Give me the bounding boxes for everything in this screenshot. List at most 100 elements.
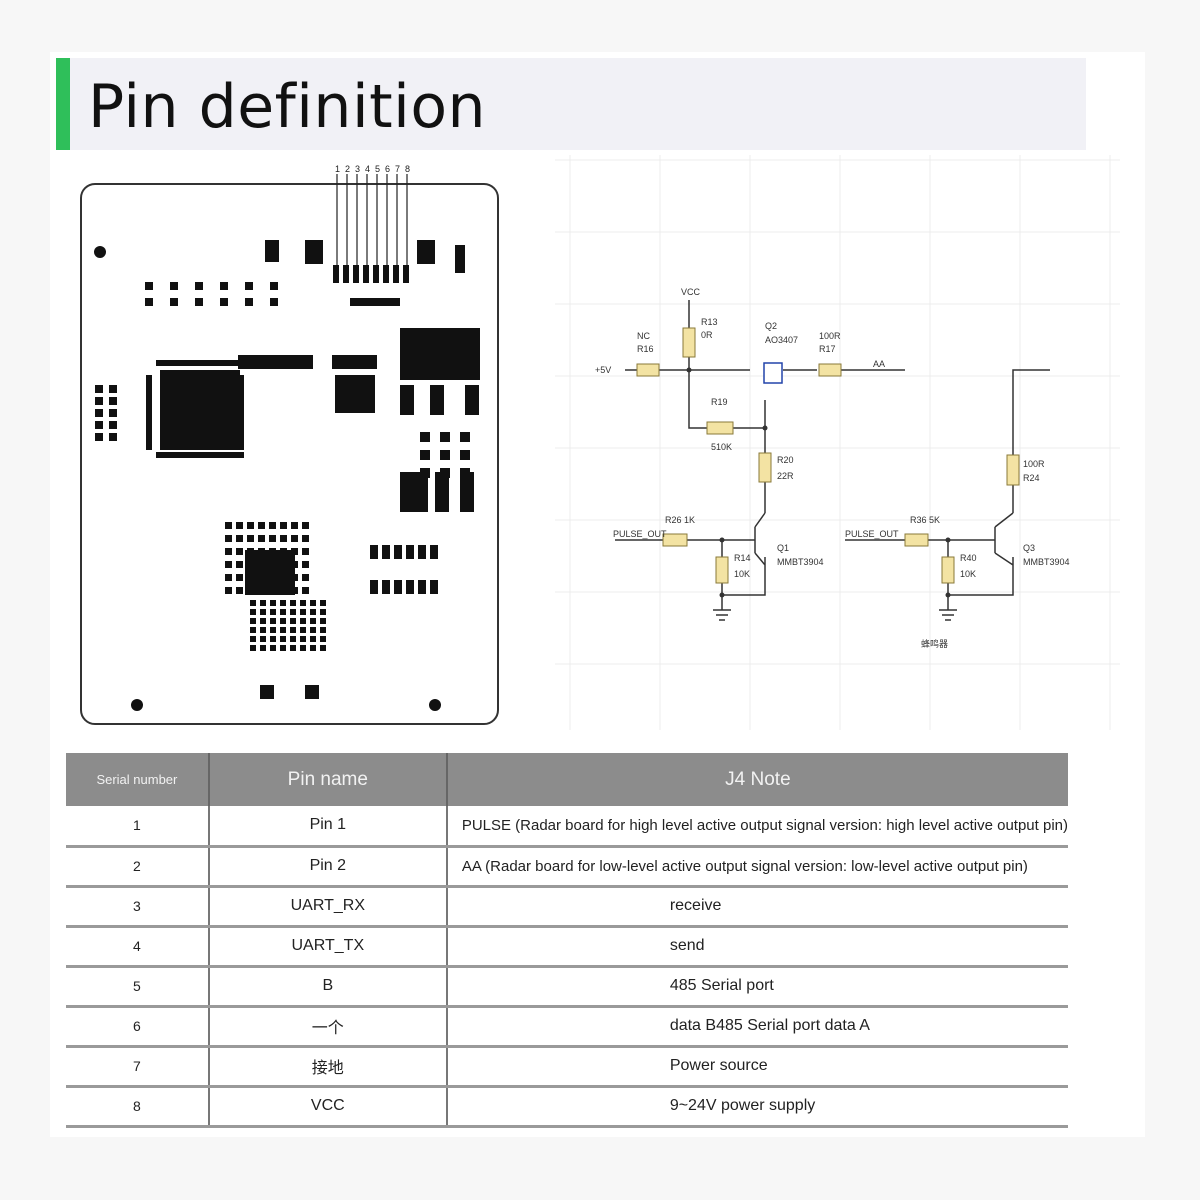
note-cell: PULSE (Radar board for high level active… [446, 806, 1068, 848]
pcb-pad [394, 545, 402, 559]
pcb-pad [270, 645, 276, 651]
pcb-pad [195, 282, 203, 290]
pcb-pad [145, 282, 153, 290]
pcb-pad [465, 385, 479, 415]
note-cell: 9~24V power supply [446, 1086, 1068, 1128]
pcb-pad [220, 298, 228, 306]
pcb-pad [460, 432, 470, 442]
pcb-pad [320, 636, 326, 642]
mounting-hole [429, 699, 441, 711]
pcb-pad [225, 522, 232, 529]
pcb-pad [225, 574, 232, 581]
serial-number-cell: 1 [66, 806, 210, 848]
pcb-pad [170, 298, 178, 306]
label-r13: R13 [701, 317, 718, 327]
pin-number: 8 [405, 164, 410, 174]
pcb-pad [460, 450, 470, 460]
pcb-pad [220, 282, 228, 290]
label-r20: R20 [777, 455, 794, 465]
pcb-pad [310, 645, 316, 651]
pcb-pad [109, 397, 117, 405]
label-r19-val: 510K [711, 442, 732, 452]
pcb-pad [238, 375, 244, 450]
pcb-pad [156, 452, 244, 458]
pcb-pad [310, 618, 316, 624]
pin-number: 7 [395, 164, 400, 174]
pcb-pad [245, 298, 253, 306]
pcb-pad [418, 545, 426, 559]
label-5v: +5V [595, 365, 611, 375]
header-serial-number: Serial number [66, 753, 210, 806]
pcb-pad [290, 636, 296, 642]
pcb-pad [300, 645, 306, 651]
label-r20-val: 22R [777, 471, 794, 481]
pcb-pad [280, 645, 286, 651]
label-q3: Q3 [1023, 543, 1035, 553]
header-pin-name: Pin name [208, 753, 448, 806]
pcb-pad [109, 421, 117, 429]
pcb-pad [250, 618, 256, 624]
pcb-pad [236, 561, 243, 568]
pcb-pad [95, 409, 103, 417]
pcb-pad [290, 618, 296, 624]
pcb-pad [383, 265, 389, 283]
pcb-pad [250, 645, 256, 651]
pcb-pad [280, 535, 287, 542]
pcb-pad [280, 522, 287, 529]
pcb-pad [290, 645, 296, 651]
pcb-pad [291, 522, 298, 529]
label-r26: R26 1K [665, 515, 695, 525]
pin-name-cell: Pin 1 [208, 806, 448, 848]
pin-name-cell: VCC [208, 1086, 448, 1128]
pcb-pad [394, 580, 402, 594]
label-pulse-out-1: PULSE_OUT [613, 529, 667, 539]
pcb-pad [225, 561, 232, 568]
pcb-pad [370, 545, 378, 559]
pcb-pad [302, 574, 309, 581]
serial-number-cell: 3 [66, 886, 210, 928]
pcb-pad [290, 600, 296, 606]
pcb-pad [363, 265, 369, 283]
pin-name-cell: UART_TX [208, 926, 448, 968]
serial-number-cell: 6 [66, 1006, 210, 1048]
label-vcc: VCC [681, 287, 701, 297]
pcb-pad [270, 600, 276, 606]
pcb-pad [302, 561, 309, 568]
pcb-pad [320, 618, 326, 624]
pcb-pad [236, 535, 243, 542]
pcb-pad [291, 535, 298, 542]
pcb-pad [332, 355, 377, 369]
pcb-pad [370, 580, 378, 594]
pcb-pad [269, 535, 276, 542]
pcb-pad [290, 627, 296, 633]
label-r24: R24 [1023, 473, 1040, 483]
label-r14: R14 [734, 553, 751, 563]
pin-name-cell: 一个 [208, 1006, 448, 1048]
pcb-pad [353, 265, 359, 283]
pcb-pad [236, 574, 243, 581]
pcb-pad [270, 636, 276, 642]
pcb-pad [310, 600, 316, 606]
pin-name-cell: Pin 2 [208, 846, 448, 888]
note-cell: AA (Radar board for low-level active out… [446, 846, 1068, 888]
pin-number: 3 [355, 164, 360, 174]
pin-number: 1 [335, 164, 340, 174]
pcb-pad [225, 535, 232, 542]
pcb-pad [430, 385, 444, 415]
pcb-pad [236, 587, 243, 594]
pcb-pad [95, 385, 103, 393]
pcb-pad [320, 600, 326, 606]
pcb-pad [270, 609, 276, 615]
pcb-pad [440, 450, 450, 460]
pcb-pad [417, 240, 435, 264]
note-cell: 485 Serial port [446, 966, 1068, 1008]
pcb-pad [373, 265, 379, 283]
pcb-pad [250, 609, 256, 615]
pcb-pad [320, 627, 326, 633]
